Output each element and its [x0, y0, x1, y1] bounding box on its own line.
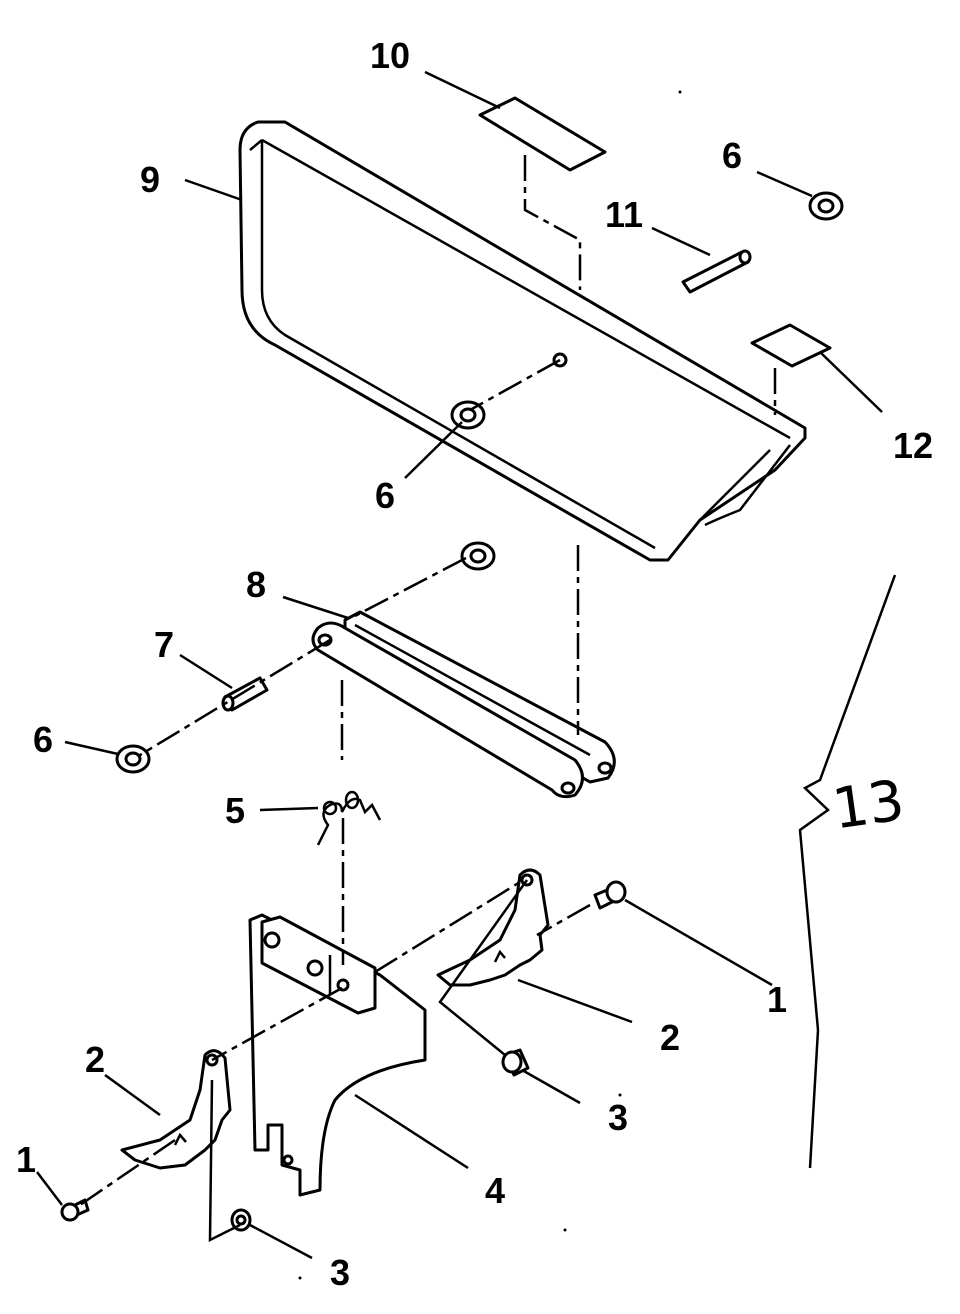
- washer-6-top: [808, 191, 844, 221]
- label-12: [750, 323, 832, 368]
- label-6-top: 6: [722, 135, 742, 176]
- label-10: [478, 96, 607, 172]
- label-9: 9: [140, 159, 160, 200]
- washer-6-mid: [450, 400, 486, 430]
- part-labels: 10 9 6 11 12 6 8 7 6 5 1 2 3 4 2 1 3: [16, 35, 933, 1293]
- label-2-left: 2: [85, 1039, 105, 1080]
- label-3-right: 3: [608, 1097, 628, 1138]
- washer-6-lower: [460, 541, 496, 571]
- blade-guard-cover: [238, 120, 807, 562]
- spring-5: [316, 790, 382, 846]
- assembly-lines: [79, 155, 777, 1243]
- handwritten-13: 13: [829, 768, 909, 842]
- label-4: 4: [485, 1170, 505, 1211]
- label-6-left: 6: [33, 719, 53, 760]
- label-7: 7: [154, 624, 174, 665]
- nut-3-right: [501, 1048, 530, 1077]
- pawl-2-left: [120, 1049, 232, 1170]
- nut-3-left: [230, 1208, 252, 1232]
- label-5: 5: [225, 790, 245, 831]
- label-1-left: 1: [16, 1139, 36, 1180]
- label-1-right: 1: [767, 979, 787, 1020]
- label-11: 11: [605, 194, 643, 235]
- pin-7: [221, 676, 269, 712]
- label-2-right: 2: [660, 1017, 680, 1058]
- screw-1-right: [593, 880, 627, 910]
- label-10: 10: [370, 35, 410, 76]
- label-8: 8: [246, 564, 266, 605]
- label-3-left: 3: [330, 1252, 350, 1293]
- leader-lines: [36, 70, 883, 1260]
- pin-11: [681, 249, 752, 294]
- bracket-4: [248, 913, 427, 1197]
- label-6-mid: 6: [375, 475, 395, 516]
- washer-6-left: [115, 744, 151, 774]
- support-arm-8: [311, 610, 616, 799]
- label-12: 12: [893, 425, 933, 466]
- group-bracket-13: [798, 574, 897, 1169]
